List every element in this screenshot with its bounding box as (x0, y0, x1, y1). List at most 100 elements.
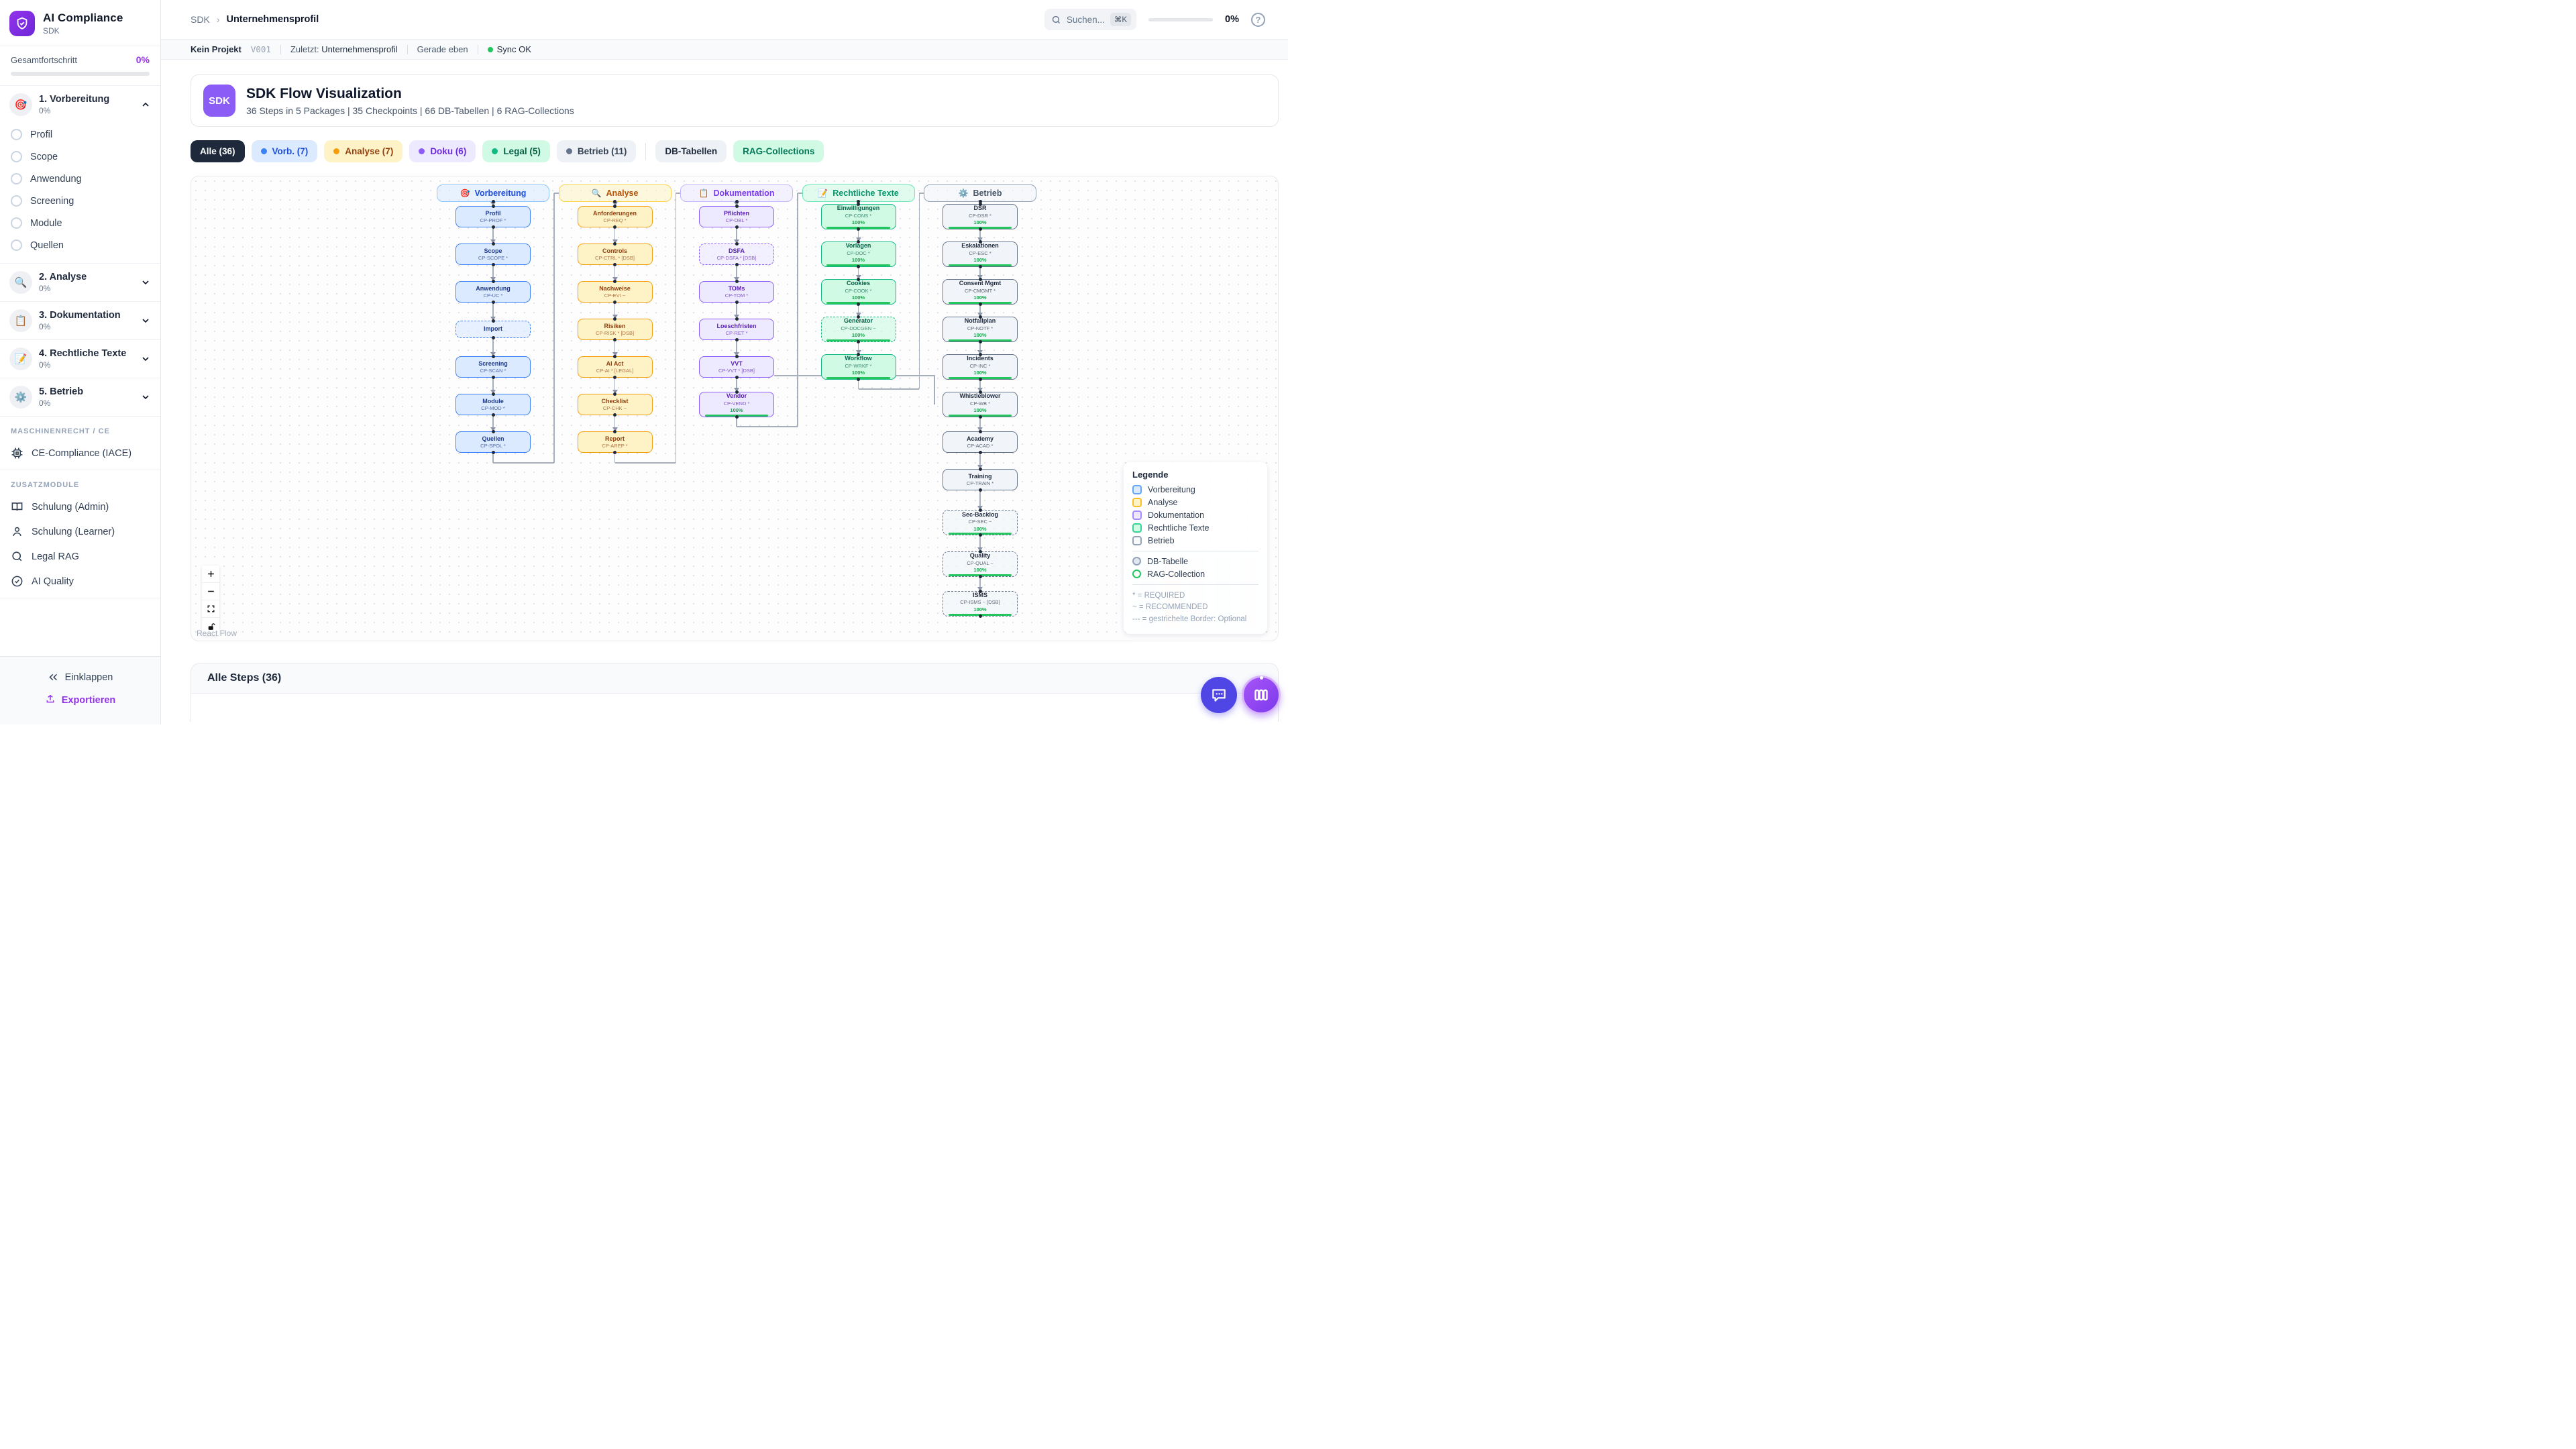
zoom-out-button[interactable] (202, 583, 219, 600)
sidebar-item-quellen[interactable]: Quellen (0, 234, 160, 256)
export-button[interactable]: Exportieren (0, 688, 160, 712)
flow-node-import[interactable]: Import (455, 319, 531, 339)
sidebar-item-schulung-admin-[interactable]: Schulung (Admin) (0, 494, 160, 519)
flow-edge-arrowhead (977, 586, 983, 591)
filter-db-tabellen[interactable]: DB-Tabellen (655, 140, 727, 162)
flow-edge (614, 453, 616, 463)
lock-toggle-button[interactable] (202, 618, 219, 635)
sidebar-item-profil[interactable]: Profil (0, 123, 160, 146)
sidebar-item-scope[interactable]: Scope (0, 146, 160, 168)
filter-alle-36-[interactable]: Alle (36) (191, 140, 245, 162)
package-header-betrieb[interactable]: ⚙️Betrieb (924, 184, 1036, 203)
package-header-rechtliche-texte[interactable]: 📝Rechtliche Texte (802, 184, 915, 203)
fit-view-button[interactable] (202, 600, 219, 618)
upload-icon (45, 694, 56, 707)
flow-node-title: Screening (478, 360, 508, 367)
package-header-dokumentation[interactable]: 📋Dokumentation (680, 184, 793, 203)
section-title: 5. Betrieb (39, 386, 84, 397)
package-header-vorbereitung[interactable]: 🎯Vorbereitung (437, 184, 549, 203)
sidebar-item-schulung-learner-[interactable]: Schulung (Learner) (0, 519, 160, 544)
breadcrumb-root[interactable]: SDK (191, 14, 210, 25)
help-icon[interactable]: ? (1251, 12, 1265, 27)
flow-node-progress-value: 100% (730, 407, 743, 414)
search-shortcut-badge: ⌘K (1110, 13, 1132, 26)
flow-node-code: CP-EVI ~ (604, 292, 626, 299)
chevron-down-icon (140, 277, 151, 288)
sidebar-item-module[interactable]: Module (0, 212, 160, 234)
flow-node-progress-bar (826, 264, 890, 266)
legend-label: Rechtliche Texte (1148, 523, 1210, 533)
legend-row: DB-Tabelle (1132, 557, 1258, 566)
legend-row: Rechtliche Texte (1132, 523, 1258, 533)
sidebar-item-screening[interactable]: Screening (0, 190, 160, 212)
sidebar-item-anwendung[interactable]: Anwendung (0, 168, 160, 190)
chat-fab-button[interactable] (1201, 677, 1237, 713)
flow-edge-arrowhead (977, 547, 983, 551)
flow-node-title: Eskalationen (961, 242, 999, 250)
flow-node-progress-value: 100% (851, 257, 865, 264)
filter-analyse-7-[interactable]: Analyse (7) (324, 140, 403, 162)
filter-rag-collections[interactable]: RAG-Collections (733, 140, 824, 162)
flow-edge-arrowhead (612, 315, 618, 319)
sidebar-item-ce-compliance-iace-[interactable]: CE-Compliance (IACE) (0, 441, 160, 466)
react-flow-attribution[interactable]: React Flow (197, 629, 237, 638)
panels-fab-button[interactable] (1242, 676, 1281, 714)
filter-doku-6-[interactable]: Doku (6) (409, 140, 476, 162)
collapse-sidebar-button[interactable]: Einklappen (0, 666, 160, 688)
sidebar-item-legal-rag[interactable]: Legal RAG (0, 544, 160, 569)
package-header-analyse[interactable]: 🔍Analyse (558, 184, 672, 203)
search-input[interactable]: Suchen... ⌘K (1044, 9, 1137, 30)
double-chevron-left-icon (48, 672, 59, 683)
filter-betrieb-11-[interactable]: Betrieb (11) (556, 140, 637, 162)
filter-legal-5-[interactable]: Legal (5) (482, 140, 550, 162)
person-icon (11, 525, 23, 538)
sidebar-item-label: Module (30, 217, 62, 229)
filter-vorb-7-[interactable]: Vorb. (7) (251, 140, 318, 162)
flow-edge (979, 417, 981, 428)
sidebar-item-ai-quality[interactable]: AI Quality (0, 569, 160, 594)
zoom-in-button[interactable] (202, 566, 219, 583)
flow-node-code: CP-ACAD * (967, 442, 994, 449)
